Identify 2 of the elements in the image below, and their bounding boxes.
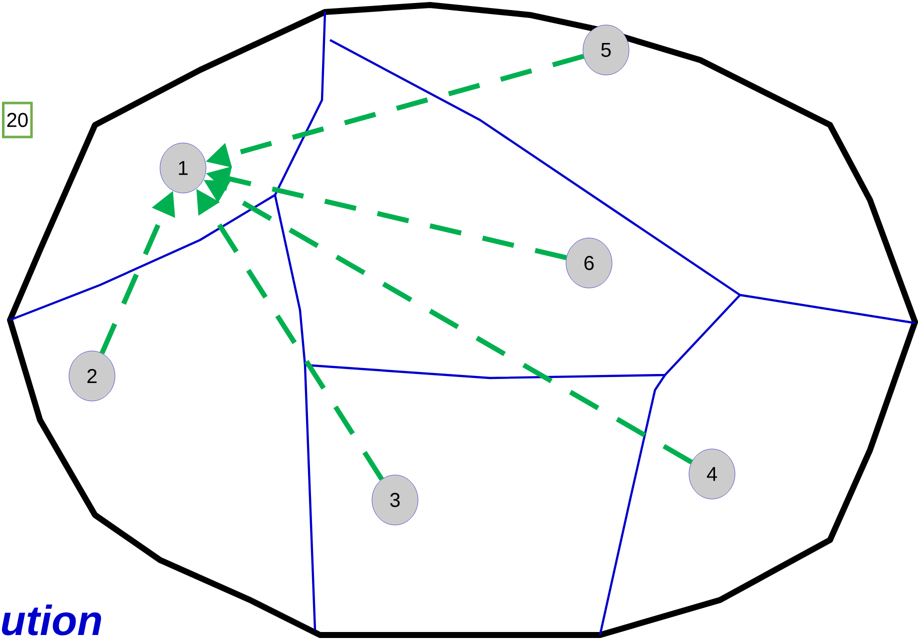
heading-text: ution: [2, 604, 102, 636]
number-box: 20: [2, 102, 33, 138]
